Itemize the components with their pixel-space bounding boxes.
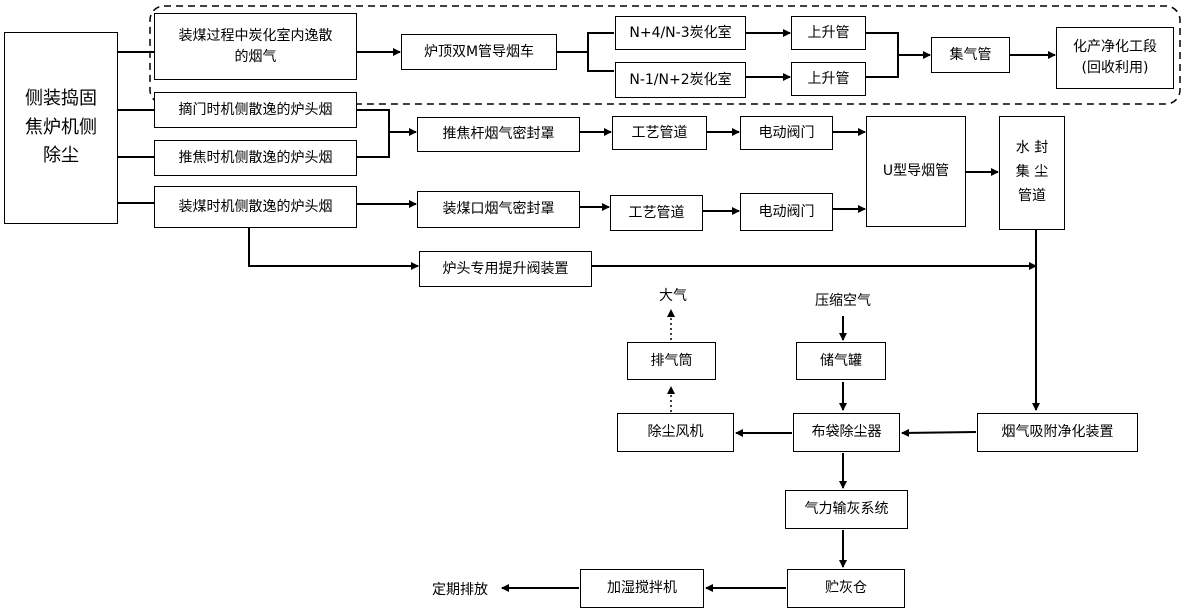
air-tank-label: 储气罐: [820, 352, 862, 369]
valve-b-box: 电动阀门: [740, 193, 833, 231]
atmosphere-label: 大气: [659, 288, 687, 304]
u-duct-label: U型导烟管: [882, 163, 950, 179]
chamber-a-box: N+4/N-3炭化室: [615, 16, 746, 50]
valve-a-box: 电动阀门: [740, 116, 833, 150]
valve-b-label: 电动阀门: [758, 203, 815, 220]
fan-box: 除尘风机: [617, 413, 734, 452]
riser-a-box: 上升管: [791, 16, 866, 50]
stack-label: 排气筒: [650, 352, 693, 369]
door-smoke-label: 摘门时机侧散逸的炉头烟: [178, 101, 333, 118]
ash-bin-box: 贮灰仓: [787, 569, 905, 608]
push-smoke-box: 推焦时机侧散逸的炉头烟: [154, 140, 357, 176]
chem-plant-box: 化产净化工段 (回收利用): [1056, 27, 1174, 89]
chamber-b-box: N-1/N+2炭化室: [615, 62, 746, 98]
air-tank-box: 储气罐: [796, 342, 886, 380]
chem-plant-label: 化产净化工段 (回收利用): [1073, 39, 1157, 76]
riser-a-label: 上升管: [807, 24, 850, 41]
water-seal-label: 水 封 集 尘 管道: [1015, 140, 1049, 204]
pneumatic-label: 气力输灰系统: [804, 501, 889, 517]
coal-loading-smoke-box: 装煤过程中炭化室内逸散 的烟气: [154, 13, 357, 80]
adsorber-label: 烟气吸附净化装置: [1001, 424, 1114, 440]
charge-smoke-label: 装煤时机侧散逸的炉头烟: [178, 198, 333, 215]
recovery-group-boundary: [149, 5, 1181, 105]
discharge-label: 定期排放: [432, 582, 488, 598]
adsorber-box: 烟气吸附净化装置: [977, 413, 1138, 452]
coal-hood-box: 装煤口烟气密封罩: [417, 191, 580, 228]
bag-filter-label: 布袋除尘器: [811, 424, 882, 440]
pipe-a-box: 工艺管道: [612, 116, 707, 150]
stack-box: 排气筒: [627, 342, 716, 380]
pipe-b-box: 工艺管道: [610, 195, 703, 231]
door-smoke-box: 摘门时机侧散逸的炉头烟: [154, 92, 357, 128]
bag-filter-box: 布袋除尘器: [793, 413, 900, 452]
push-smoke-label: 推焦时机侧散逸的炉头烟: [178, 149, 333, 166]
left-main-box: 侧装捣固 焦炉机侧 除尘: [4, 32, 118, 224]
fan-label: 除尘风机: [647, 424, 704, 440]
collector-label: 集气管: [949, 46, 992, 63]
push-hood-label: 推焦杆烟气密封罩: [442, 126, 555, 142]
chamber-a-label: N+4/N-3炭化室: [629, 24, 732, 41]
water-seal-box: 水 封 集 尘 管道: [999, 116, 1065, 230]
coal-loading-smoke-label: 装煤过程中炭化室内逸散 的烟气: [178, 27, 333, 65]
pipe-a-label: 工艺管道: [631, 124, 688, 141]
charge-smoke-box: 装煤时机侧散逸的炉头烟: [154, 186, 357, 228]
left-main-label: 侧装捣固 焦炉机侧 除尘: [25, 87, 97, 167]
valve-a-label: 电动阀门: [758, 124, 815, 141]
humidifier-label: 加湿搅拌机: [607, 580, 677, 596]
lift-valve-label: 炉头专用提升阀装置: [442, 260, 569, 277]
lift-valve-box: 炉头专用提升阀装置: [419, 251, 592, 287]
humidifier-box: 加湿搅拌机: [580, 569, 704, 608]
roof-car-box: 炉顶双M管导烟车: [401, 34, 557, 70]
coal-hood-label: 装煤口烟气密封罩: [442, 201, 555, 217]
pneumatic-box: 气力输灰系统: [785, 490, 908, 529]
u-duct-box: U型导烟管: [866, 116, 966, 227]
compressed-air-label: 压缩空气: [815, 293, 871, 309]
chamber-b-label: N-1/N+2炭化室: [629, 71, 732, 88]
riser-b-label: 上升管: [807, 70, 850, 87]
push-hood-box: 推焦杆烟气密封罩: [417, 117, 580, 152]
ash-bin-label: 贮灰仓: [825, 580, 867, 596]
pipe-b-label: 工艺管道: [628, 204, 685, 221]
riser-b-box: 上升管: [791, 62, 866, 96]
collector-box: 集气管: [931, 37, 1010, 73]
roof-car-label: 炉顶双M管导烟车: [423, 43, 535, 60]
